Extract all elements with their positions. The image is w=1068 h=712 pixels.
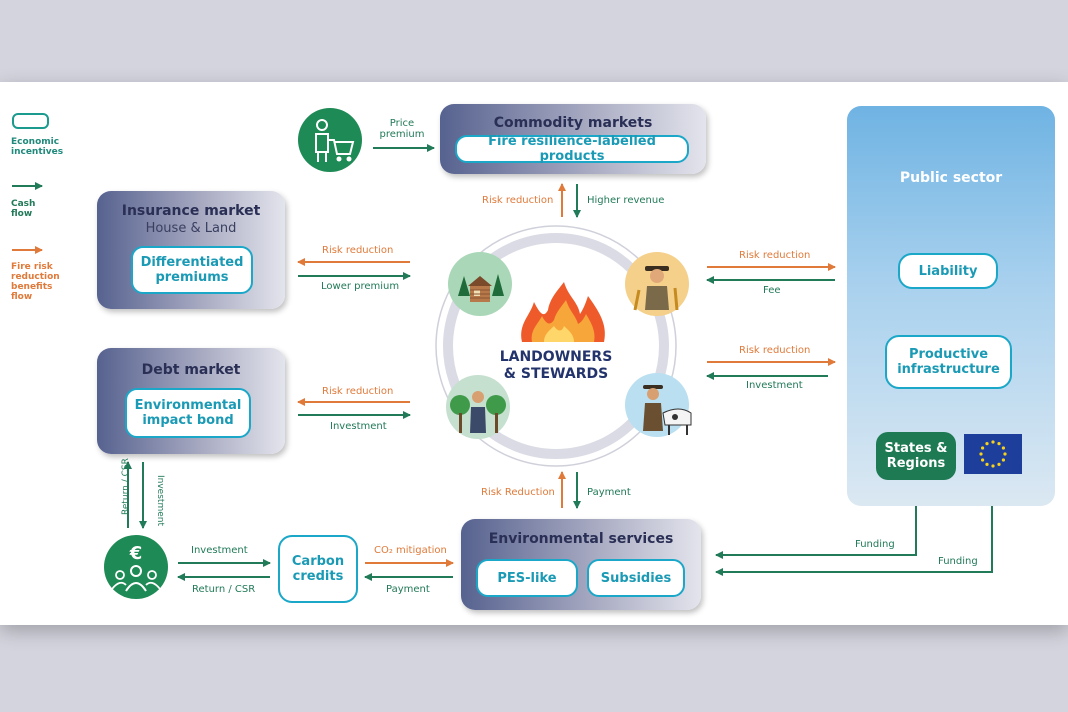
funding-eu-arrow xyxy=(715,474,993,576)
carbon-payment-label: Payment xyxy=(386,584,430,595)
co2-mitigation-label: CO₂ mitigation xyxy=(374,545,447,556)
eu-star xyxy=(991,464,995,468)
liability-risk-label: Risk reduction xyxy=(739,250,811,261)
environmental-services-title: Environmental services xyxy=(488,531,674,547)
eu-flag-icon xyxy=(964,434,1022,474)
debt-risk-label: Risk reduction xyxy=(322,386,394,397)
pes-like-pill: PES-like xyxy=(476,559,578,597)
funding-eu-label: Funding xyxy=(938,556,978,567)
insurance-subtitle: House & Land xyxy=(145,221,237,236)
insurance-premium-label: Lower premium xyxy=(321,281,400,292)
insurance-title: Insurance market xyxy=(121,203,261,219)
eu-star xyxy=(981,458,985,462)
eu-star xyxy=(979,452,983,456)
commodity-market-box: Commodity markets Fire resilience-labell… xyxy=(440,104,706,174)
commodity-risk-label: Risk reduction xyxy=(482,195,554,206)
debt-market-box: Debt market Environmental impact bond xyxy=(97,348,285,454)
forester-icon xyxy=(446,375,510,439)
env-risk-label: Risk Reduction xyxy=(481,487,555,498)
differentiated-premiums-pill: Differentiated premiums xyxy=(131,246,253,294)
eu-star xyxy=(997,462,1001,466)
investors-euro-icon: € xyxy=(104,535,168,599)
funding-states-label: Funding xyxy=(855,539,895,550)
eu-star xyxy=(1003,452,1007,456)
shopper-cart-icon xyxy=(298,108,362,172)
environmental-services-box: Environmental services PES-like Subsidie… xyxy=(461,519,701,610)
funding-states-arrow xyxy=(715,482,917,559)
eu-star xyxy=(997,442,1001,446)
productive-risk-label: Risk reduction xyxy=(739,345,811,356)
commodity-revenue-label: Higher revenue xyxy=(587,195,665,206)
eu-star xyxy=(1001,446,1005,450)
debt-title: Debt market xyxy=(141,362,241,378)
public-sector-title: Public sector xyxy=(899,170,1003,186)
productive-infrastructure-pill: Productive infrastructure xyxy=(885,335,1012,389)
insurance-risk-label: Risk reduction xyxy=(322,245,394,256)
liability-fee-label: Fee xyxy=(763,285,781,296)
fire-icon xyxy=(521,282,605,342)
eu-star xyxy=(985,442,989,446)
fire-resilience-products-pill: Fire resilience-labelled products xyxy=(455,134,689,164)
eu-star xyxy=(985,462,989,466)
cabin-forest-icon xyxy=(448,252,512,316)
legend-risk-label: Fire risk reduction benefits flow xyxy=(11,262,60,302)
carbon-credits-pill: Carbon credits xyxy=(278,535,358,603)
insurance-market-box: Insurance market House & Land Differenti… xyxy=(97,191,285,309)
carbon-return-label: Return / CSR xyxy=(192,584,256,595)
carbon-investment-label: Investment xyxy=(191,545,248,556)
commodity-title: Commodity markets xyxy=(493,115,653,131)
debt-return-label: Return / CSR xyxy=(121,458,131,515)
debt-investment-label: Investment xyxy=(330,421,387,432)
env-payment-label: Payment xyxy=(587,487,631,498)
states-regions-badge: States & Regions xyxy=(876,432,956,480)
eu-star xyxy=(991,440,995,444)
subsidies-pill: Subsidies xyxy=(587,559,685,597)
legend-economic-box xyxy=(12,113,49,129)
debt-invest-label: Investment xyxy=(155,475,165,526)
legend-economic-label: Economic incentives xyxy=(11,137,64,157)
eu-star xyxy=(981,446,985,450)
price-premium-label: Price premium xyxy=(379,118,425,140)
herder-cow-icon xyxy=(625,373,692,437)
svg-text:€: € xyxy=(129,543,143,564)
eu-star xyxy=(1001,458,1005,462)
environmental-impact-bond-pill: Environmental impact bond xyxy=(125,388,251,438)
legend-cash-label: Cash flow xyxy=(11,199,36,219)
public-sector-panel: Public sector Liability Productive infra… xyxy=(847,106,1055,506)
productive-investment-label: Investment xyxy=(746,380,803,391)
liability-pill: Liability xyxy=(898,253,998,289)
farmer-icon xyxy=(625,252,689,316)
landowners-stewards-title: LANDOWNERS & STEWARDS xyxy=(499,349,613,382)
center-ring xyxy=(443,233,669,459)
